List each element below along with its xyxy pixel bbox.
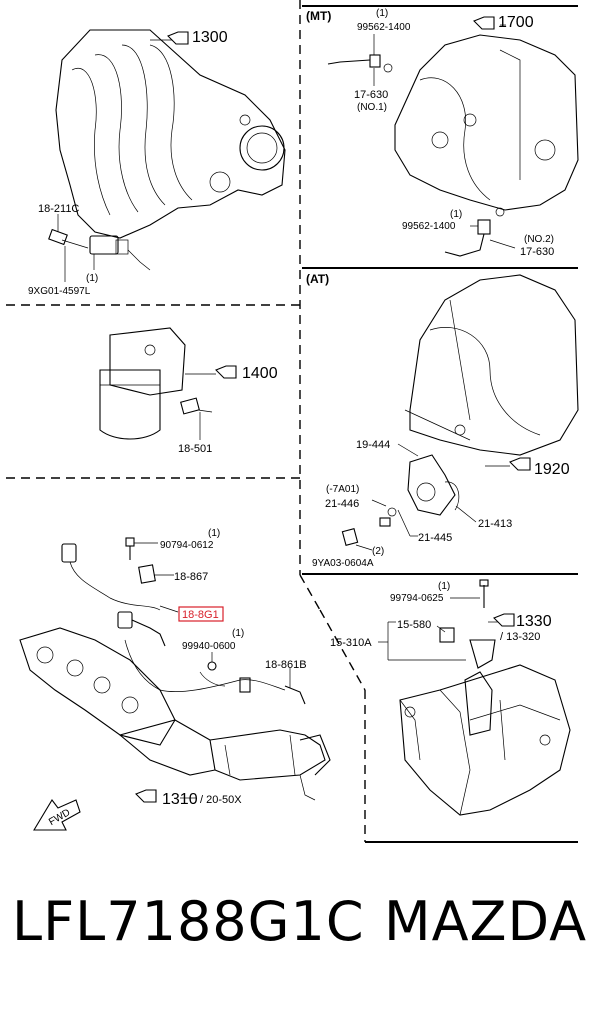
manual-transmission (327, 34, 579, 257)
nut-99940 (207, 661, 217, 671)
fwd-arrow-icon (33, 799, 81, 831)
leader-lines-air (378, 597, 498, 661)
bolt-90794 (125, 537, 135, 560)
exhaust-manifold (19, 627, 331, 801)
section-borders (6, 0, 578, 843)
qty-9xg01-label: (1) (86, 273, 98, 284)
section-at-label: (AT) (306, 272, 329, 286)
part-99794-label: 99794-0625 (390, 593, 444, 604)
pointer-icon-1330 (493, 613, 515, 627)
part-21-446-label: 21-446 (325, 498, 359, 510)
intake-manifold (48, 29, 286, 271)
brand-name: MAZDA (384, 890, 588, 953)
footer: LFL7188G1C MAZDA (0, 890, 600, 980)
part-number: LFL7188G1C (12, 890, 365, 953)
ref-1310-label: 1310 (162, 791, 198, 808)
part-90794-label: 90794-0612 (160, 540, 214, 551)
pointer-icon-1700 (473, 16, 495, 30)
leader-lines-o2 (134, 542, 291, 799)
ref-1300-label: 1300 (192, 29, 228, 46)
ref-1700-label: 1700 (498, 14, 534, 31)
pointer-icon-1400 (215, 365, 237, 379)
ref-1330-label: 1330 (516, 613, 552, 630)
parts-diagram: 1300 18-211C (1) 9XG01-4597L (MT) 1700 (… (6, 0, 579, 843)
part-19-444-label: 19-444 (356, 439, 390, 451)
ref-1920-label: 1920 (534, 461, 570, 478)
pointer-icon-1920 (509, 457, 531, 471)
automatic-transmission (341, 274, 579, 546)
ref-1400-label: 1400 (242, 365, 278, 382)
qty-99562b-label: (1) (450, 209, 462, 220)
part-9xg01-label: 9XG01-4597L (28, 286, 91, 297)
leader-lines-manifold (57, 39, 172, 282)
leader-lines-at (355, 443, 510, 551)
part-17-630b-label: 17-630 (520, 246, 554, 258)
front-oxygen-sensor (61, 543, 166, 647)
part-18-211c-label: 18-211C (38, 203, 79, 215)
qty-99794-label: (1) (438, 581, 450, 592)
qty-90794-label: (1) (208, 528, 220, 539)
part-15-310a-label: 15-310A (330, 637, 372, 649)
note-17-630b-label: (NO.2) (524, 234, 554, 245)
section-mt-label: (MT) (306, 9, 331, 23)
part-18-8g1-label: 18-8G1 (182, 609, 219, 621)
ref-20-50x-label: / 20-50X (200, 794, 242, 806)
part-17-630a-label: 17-630 (354, 89, 388, 101)
part-21-413-label: 21-413 (478, 518, 512, 530)
ref-13-320-label: / 13-320 (500, 631, 540, 643)
pointer-icon-1310 (135, 789, 157, 803)
part-99562b-label: 99562-1400 (402, 221, 456, 232)
part-18-501-label: 18-501 (178, 443, 212, 455)
part-99562a-label: 99562-1400 (357, 22, 411, 33)
air-cleaner (399, 579, 571, 816)
part-7a01-label: (-7A01) (326, 484, 359, 495)
note-17-630a-label: (NO.1) (357, 102, 387, 113)
part-15-580-label: 15-580 (397, 619, 431, 631)
qty-99940-label: (1) (232, 628, 244, 639)
part-9ya03-label: 9YA03-0604A (312, 558, 374, 569)
qty-9ya03-label: (2) (372, 546, 384, 557)
highlight-box (178, 606, 224, 622)
pointer-icon-1300 (167, 31, 189, 45)
part-99940-label: 99940-0600 (182, 641, 236, 652)
oil-filter-assembly (99, 327, 216, 440)
part-21-445-label: 21-445 (418, 532, 452, 544)
part-18-861b-label: 18-861B (265, 659, 307, 671)
leader-lines-mt (373, 24, 516, 249)
part-18-867-label: 18-867 (174, 571, 208, 583)
qty-99562a-label: (1) (376, 8, 388, 19)
